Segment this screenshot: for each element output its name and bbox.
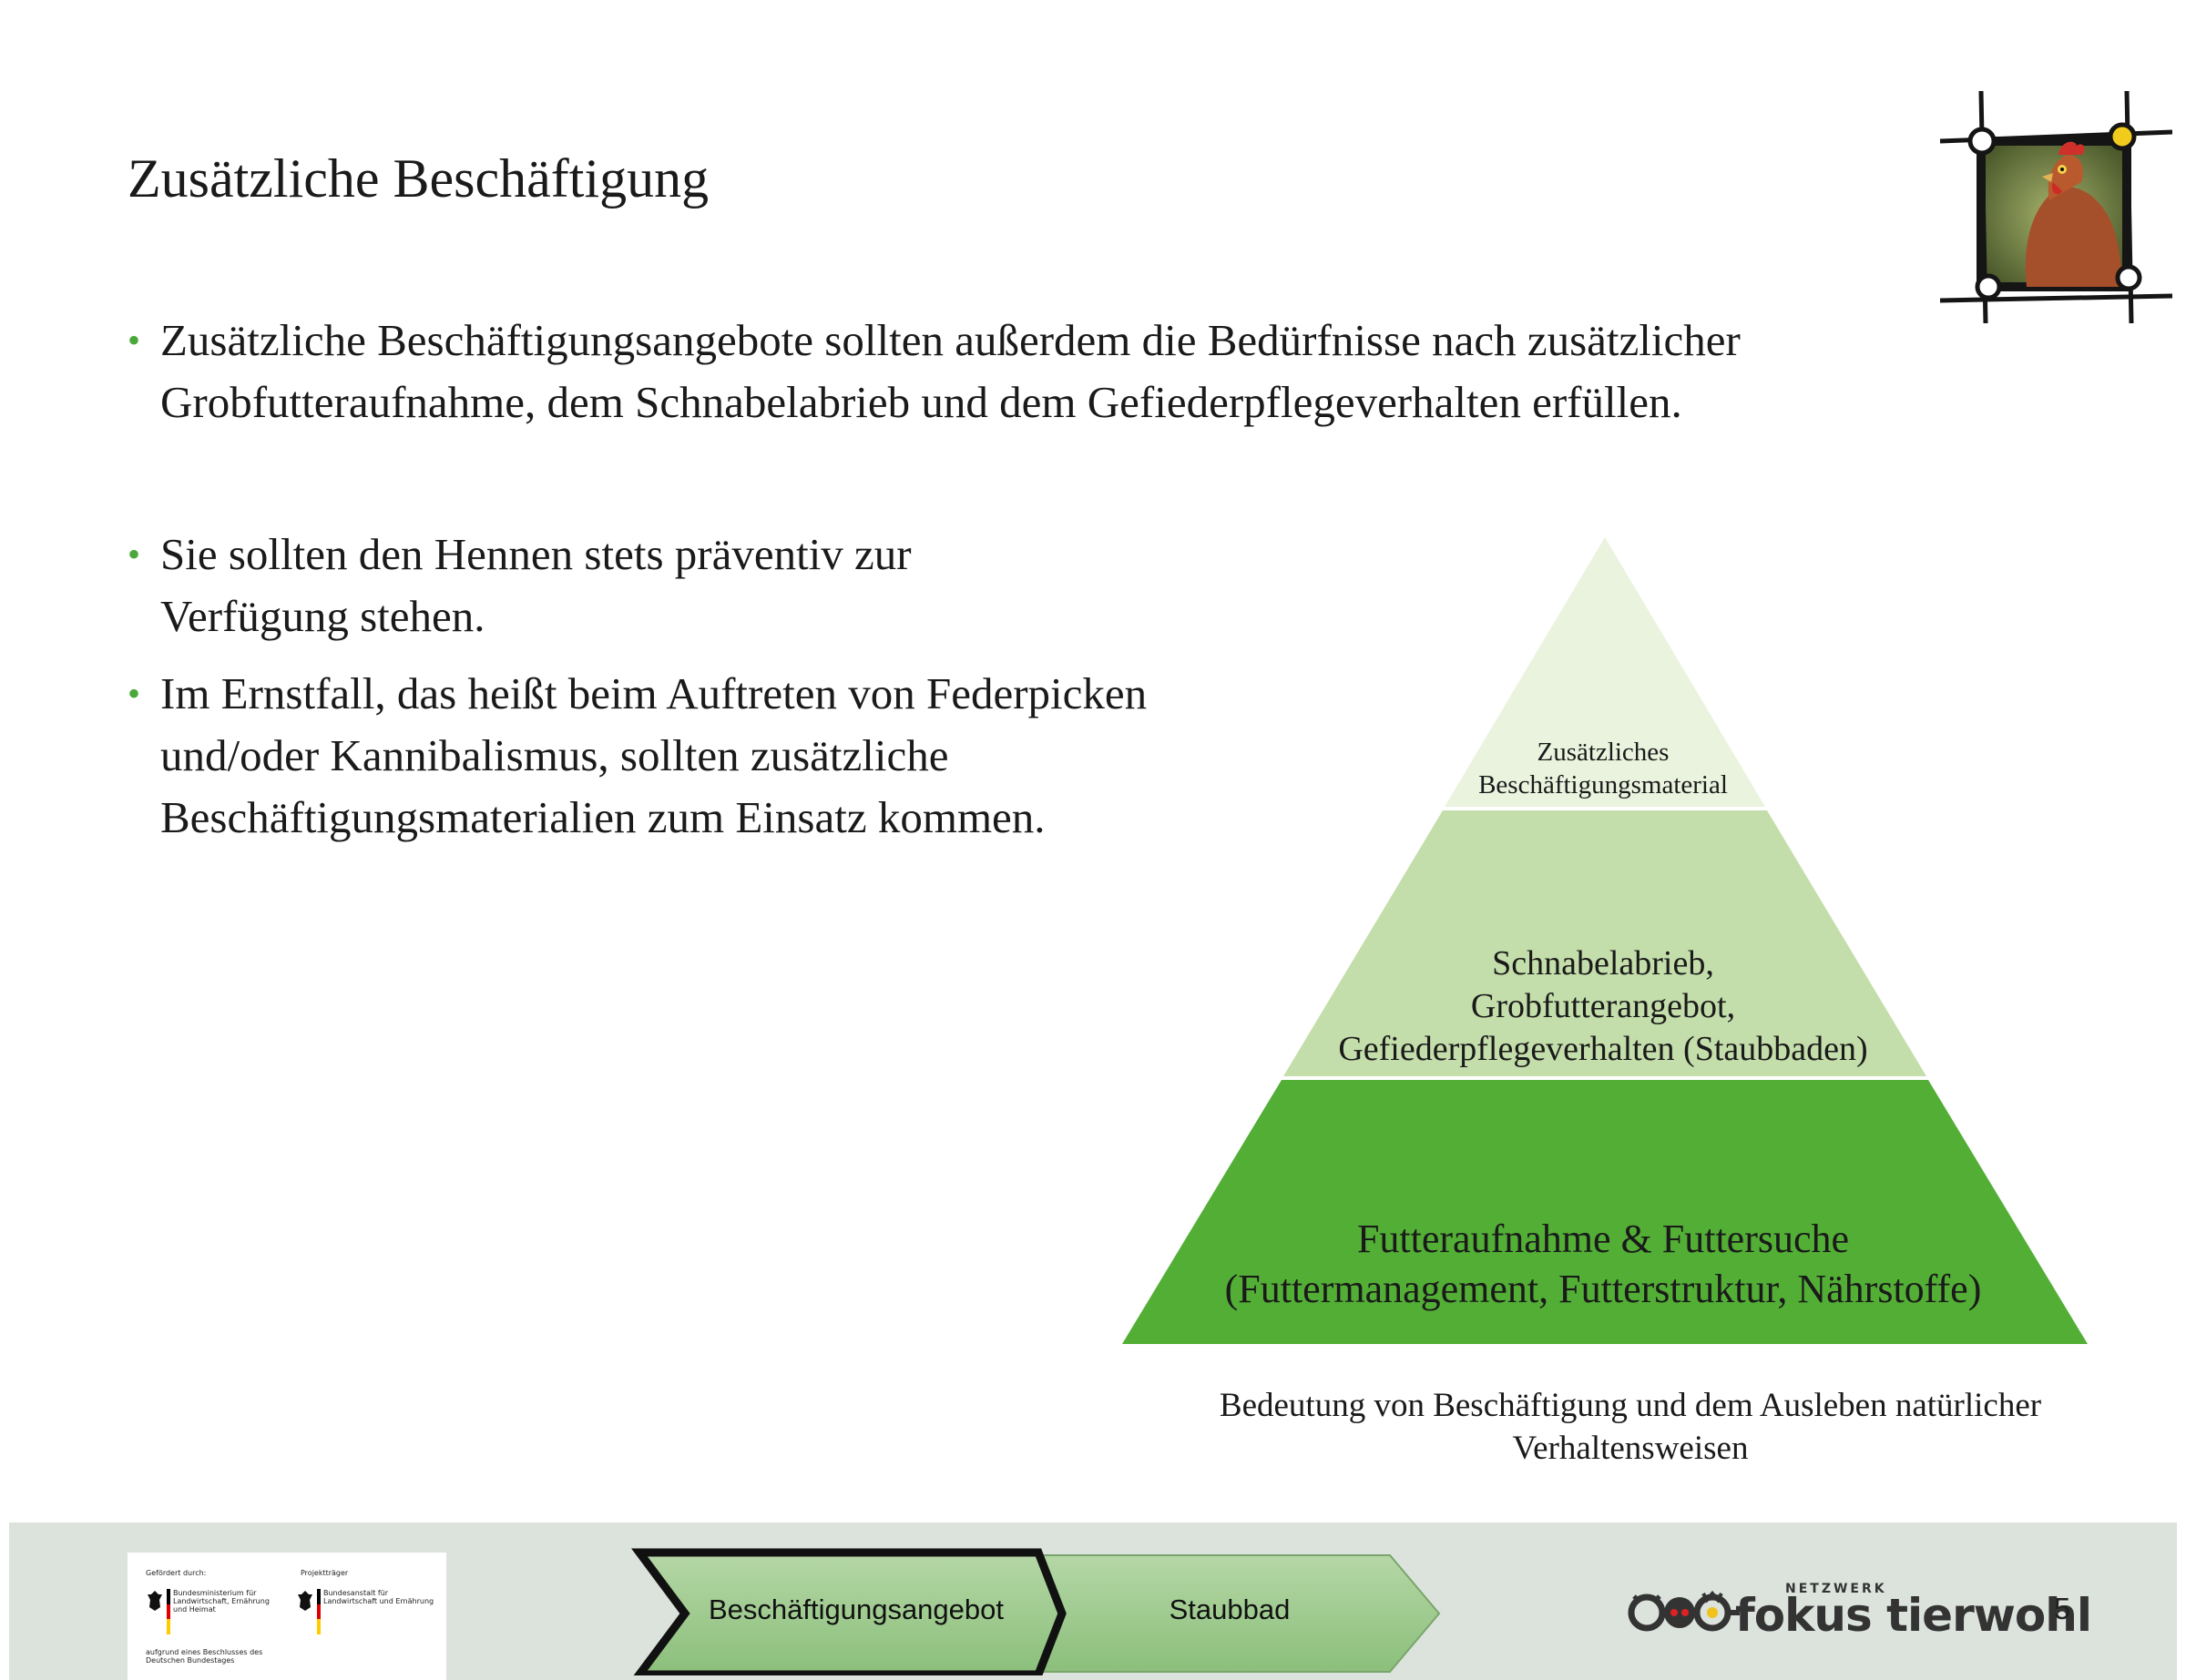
hen-photo-frame	[1940, 91, 2172, 323]
bullet-dot: •	[128, 673, 141, 714]
pyramid-label-bottom: Futteraufnahme & Futtersuche (Futtermana…	[1224, 1217, 1982, 1311]
pyramid-label-top: Zusätzliches Beschäftigungsmaterial	[1478, 738, 1728, 799]
federal-eagle-icon	[148, 1591, 162, 1611]
bullet-item: • Sie sollten den Hennen stets präventiv…	[128, 524, 1038, 647]
agency-name: Bundesanstalt für Landwirtschaft und Ern…	[323, 1589, 434, 1605]
flag-stripe	[167, 1589, 170, 1634]
bullet-text: Sie sollten den Hennen stets präventiv z…	[160, 529, 912, 641]
page-number: 5	[2054, 1592, 2071, 1625]
slide-title: Zusätzliche Beschäftigung	[128, 148, 710, 209]
brand-network-label: NETZWERK	[1785, 1582, 1887, 1596]
pyramid-caption: Bedeutung von Beschäftigung und dem Ausl…	[1219, 1387, 2042, 1467]
brand-animals-icon	[1628, 1590, 1740, 1632]
brand-name: fokus tierwohl	[1735, 1589, 2092, 1642]
bullet-dot: •	[128, 534, 141, 575]
federal-eagle-icon	[298, 1591, 312, 1611]
section-nav	[631, 1548, 1441, 1675]
nav-arrow-beschaeftigungsangebot	[631, 1548, 1067, 1675]
ministry-name: Bundesministerium für Landwirtschaft, Er…	[173, 1589, 270, 1614]
nav-item-staubbad[interactable]: Staubbad	[1169, 1593, 1291, 1625]
bullet-item: • Im Ernstfall, das heißt beim Auftreten…	[128, 663, 1312, 849]
bullet-text: Im Ernstfall, das heißt beim Auftreten v…	[160, 668, 1148, 842]
sponsor-logo-box: Gefördert durch: Projektträger Bundesmin…	[128, 1553, 446, 1680]
bullet-text: Zusätzliche Beschäftigungsangebote sollt…	[160, 315, 1741, 427]
bullet-dot: •	[128, 320, 141, 361]
flag-stripe	[317, 1589, 321, 1634]
bundestag-note: aufgrund eines Beschlusses des Deutschen…	[146, 1648, 263, 1665]
pyramid-label-middle: Schnabelabrieb, Grobfutterangebot, Gefie…	[1338, 944, 1868, 1068]
nav-item-beschaeftigungsangebot[interactable]: Beschäftigungsangebot	[708, 1593, 1005, 1625]
funded-by-label: Gefördert durch:	[146, 1569, 207, 1577]
bullet-item: • Zusätzliche Beschäftigungsangebote sol…	[128, 310, 2086, 433]
project-label: Projektträger	[301, 1569, 349, 1577]
